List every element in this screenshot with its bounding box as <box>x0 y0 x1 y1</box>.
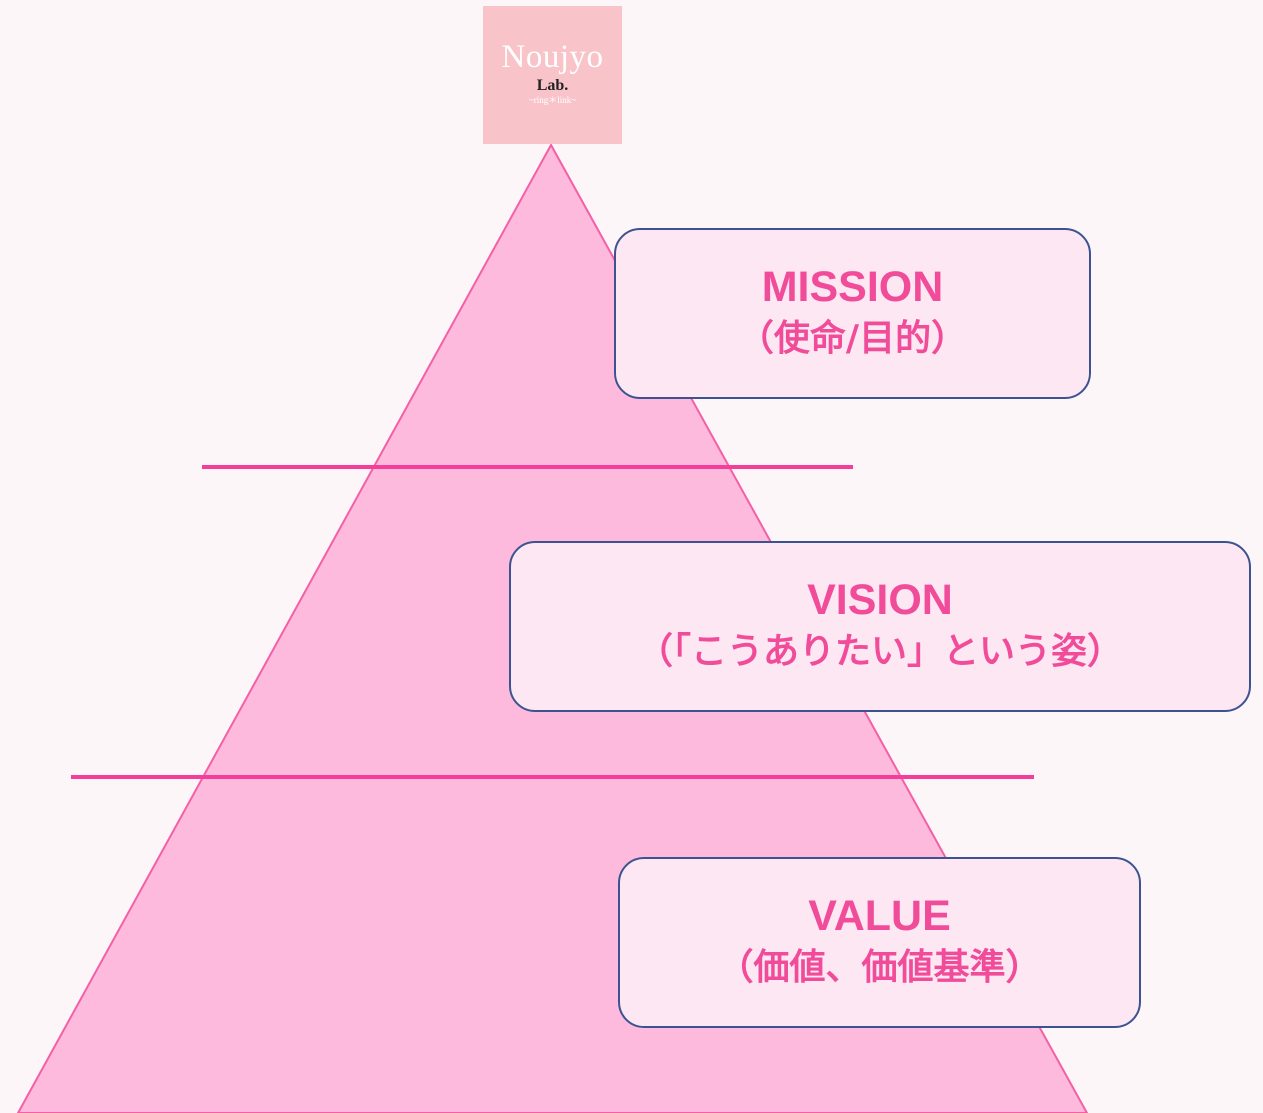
mission-description: （使命/目的） <box>737 317 968 359</box>
logo-subtitle: Lab. <box>536 77 569 94</box>
mission-title: MISSION <box>761 262 944 311</box>
logo-tagline: ~ring＊link~ <box>528 95 577 105</box>
value-title: VALUE <box>808 891 951 940</box>
vision-box: VISION （「こうありたい」という姿） <box>509 541 1251 712</box>
vision-description: （「こうありたい」という姿） <box>636 630 1123 672</box>
value-box: VALUE （価値、価値基準） <box>618 857 1141 1028</box>
mission-box: MISSION （使命/目的） <box>614 228 1091 399</box>
vision-title: VISION <box>807 575 953 624</box>
value-description: （価値、価値基準） <box>717 946 1042 988</box>
logo-title: Noujyo <box>501 39 604 75</box>
brand-logo: Noujyo Lab. ~ring＊link~ <box>483 6 622 144</box>
